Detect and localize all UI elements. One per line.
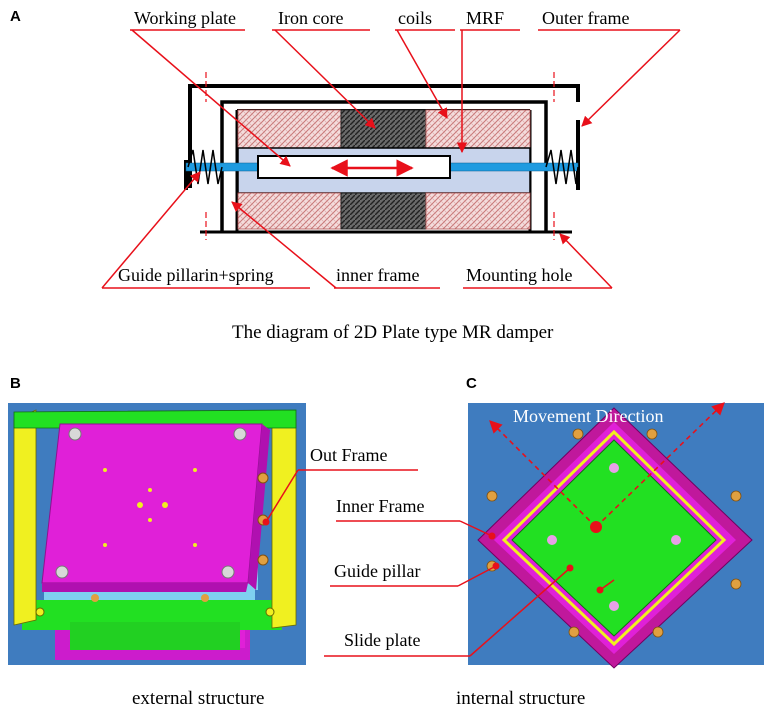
caption-diagram: The diagram of 2D Plate type MR damper (232, 322, 554, 343)
label-mrf: MRF (466, 8, 505, 28)
leader-inner-frame (231, 201, 337, 289)
caption-external: external structure (132, 688, 265, 709)
centerline-marks (205, 72, 555, 240)
leader-coils (396, 29, 448, 119)
center-dot (590, 521, 602, 533)
label-working-plate: Working plate (134, 8, 237, 28)
caption-internal: internal structure (456, 688, 586, 709)
coil-top-right (425, 109, 531, 149)
label-outer-frame: Outer frame (542, 8, 630, 28)
iron-core-top (340, 109, 427, 149)
label-iron-core: Iron core (278, 8, 344, 28)
movement-arrow-right (595, 402, 725, 528)
panel-c-letter: C (466, 375, 477, 392)
guide-pillar-dot (492, 562, 500, 570)
label-out-frame: Out Frame (310, 445, 388, 465)
label-inner-frame-c: Inner Frame (336, 496, 425, 516)
iron-core-bottom (340, 192, 427, 230)
label-mounting-hole: Mounting hole (466, 265, 573, 285)
spring-left (187, 149, 223, 185)
label-movement-direction: Movement Direction (513, 406, 664, 426)
leader-guide-pillar (101, 171, 201, 289)
label-guide-pillar: Guide pillar (334, 561, 421, 581)
label-coils: coils (398, 8, 432, 28)
leader-mounting-hole (559, 233, 613, 289)
leader-out-frame-dot (262, 518, 270, 526)
render-internal-structure (468, 403, 764, 669)
panel-b-letter: B (10, 375, 21, 392)
render-external-structure (8, 403, 306, 665)
label-inner-frame: inner frame (336, 265, 420, 285)
leader-working-plate (131, 29, 291, 167)
spring-right (545, 149, 579, 185)
movement-arrow-left (489, 420, 597, 528)
slide-plate-dot-2 (596, 586, 604, 594)
coil-top-left (237, 109, 342, 149)
label-slide-plate: Slide plate (344, 630, 421, 650)
label-guide-pillar-spring: Guide pillarin+spring (118, 265, 274, 285)
coil-bottom-left (237, 192, 342, 230)
inner-frame-dot (488, 532, 496, 540)
leader-outer-frame (581, 29, 681, 127)
coil-bottom-right (425, 192, 531, 230)
leader-out-frame (265, 469, 299, 523)
panel-a-letter: A (10, 8, 21, 25)
slide-plate-dot (566, 564, 574, 572)
leader-iron-core (274, 29, 376, 129)
